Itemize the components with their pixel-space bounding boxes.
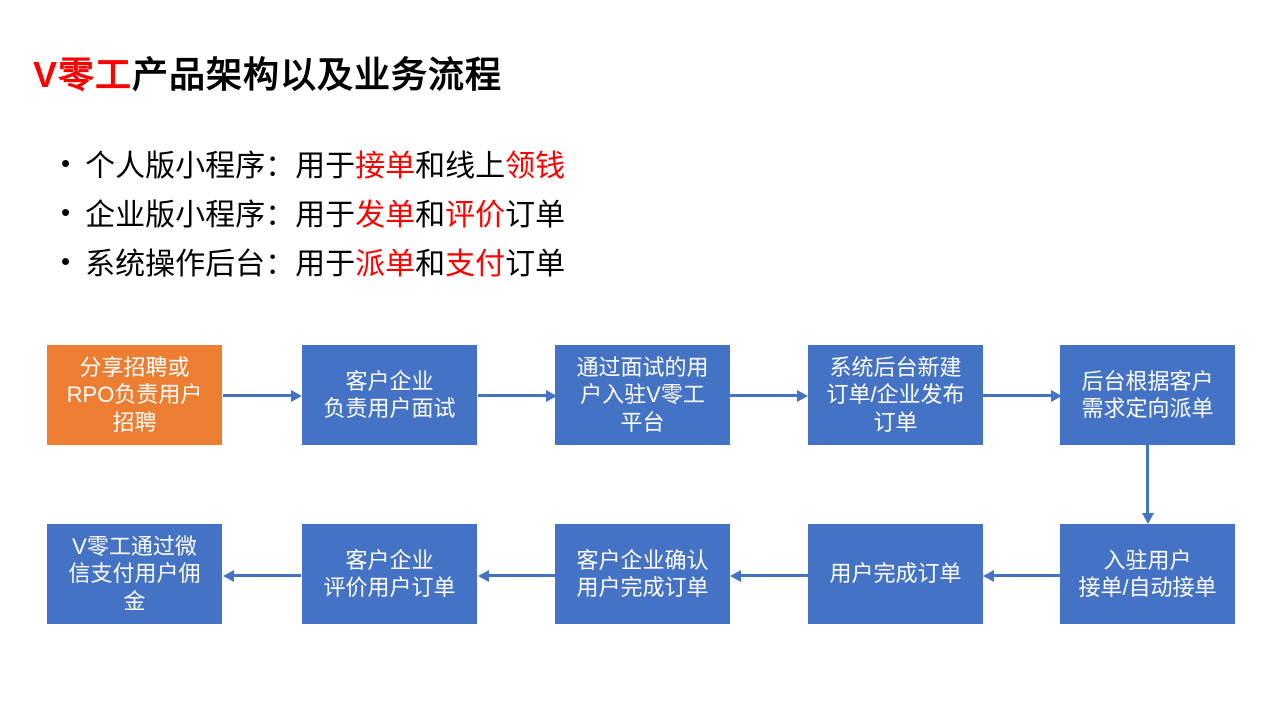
bullet-dot-icon: • <box>61 196 71 227</box>
arrow-down-icon <box>1146 445 1149 513</box>
bullet-dot-icon: • <box>61 147 71 178</box>
bullet-text-segment: 和 <box>415 247 446 281</box>
flow-box-complete-order: 用户完成订单 <box>808 524 983 624</box>
page-title-rest: 产品架构以及业务流程 <box>132 54 503 96</box>
bullet-dot-icon: • <box>61 245 71 276</box>
bullet-text-segment: 企业版小程序：用于 <box>85 198 356 232</box>
bullet-text-segment: 订单 <box>505 247 566 281</box>
bullet-text-segment-highlight: 评价 <box>445 198 506 232</box>
arrow-left-icon <box>741 574 808 577</box>
flow-box-create-order: 系统后台新建 订单/企业发布 订单 <box>808 345 983 445</box>
bullet-text-segment-highlight: 支付 <box>445 247 506 281</box>
bullet-text-segment-highlight: 发单 <box>355 198 416 232</box>
arrow-right-icon <box>729 394 797 397</box>
flow-box-confirm-complete: 客户企业确认 用户完成订单 <box>555 524 730 624</box>
arrow-left-icon <box>234 574 301 577</box>
bullet-text-segment-highlight: 领钱 <box>505 149 566 183</box>
bullet-item-enterprise-app: • 企业版小程序：用于 发单 和 评价 订单 <box>61 187 565 236</box>
bullet-item-personal-app: • 个人版小程序：用于 接单 和线上 领钱 <box>61 138 565 187</box>
arrow-left-icon <box>994 574 1061 577</box>
arrow-right-icon <box>983 394 1051 397</box>
flow-box-dispatch: 后台根据客户 需求定向派单 <box>1060 345 1235 445</box>
arrow-right-icon <box>478 394 546 397</box>
bullet-text-segment: 系统操作后台：用于 <box>85 247 356 281</box>
page-title-highlight: V零工 <box>33 54 133 96</box>
arrow-right-icon <box>223 394 291 397</box>
bullet-text-segment-highlight: 派单 <box>355 247 416 281</box>
bullet-list: • 个人版小程序：用于 接单 和线上 领钱 • 企业版小程序：用于 发单 和 评… <box>61 138 565 285</box>
bullet-text-segment: 订单 <box>505 198 566 232</box>
flow-box-pay-commission: V零工通过微 信支付用户佣 金 <box>47 524 222 624</box>
flow-box-onboard: 通过面试的用 户入驻V零工 平台 <box>555 345 730 445</box>
flow-box-rate-order: 客户企业 评价用户订单 <box>302 524 477 624</box>
flow-box-recruit: 分享招聘或 RPO负责用户 招聘 <box>47 345 222 445</box>
bullet-text-segment: 个人版小程序：用于 <box>85 149 356 183</box>
bullet-item-backend: • 系统操作后台：用于 派单 和 支付 订单 <box>61 236 565 285</box>
page-title: V零工产品架构以及业务流程 <box>33 46 502 98</box>
flow-box-accept-order: 入驻用户 接单/自动接单 <box>1060 524 1235 624</box>
arrow-left-icon <box>489 574 556 577</box>
bullet-text-segment-highlight: 接单 <box>355 149 416 183</box>
bullet-text-segment: 和 <box>415 198 446 232</box>
flow-box-interview: 客户企业 负责用户面试 <box>302 345 477 445</box>
bullet-text-segment: 和线上 <box>415 149 506 183</box>
